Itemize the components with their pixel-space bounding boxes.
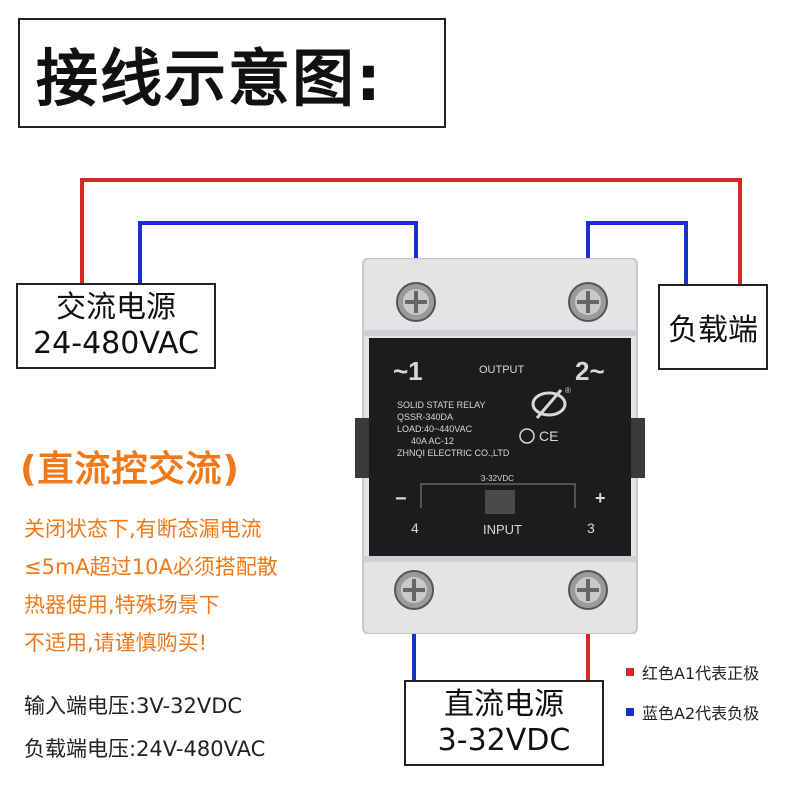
red-square-icon <box>626 668 634 676</box>
dc-power-voltage: 3-32VDC <box>437 723 571 758</box>
output-label: OUTPUT <box>479 364 525 376</box>
terminal-2-label: 2~ <box>575 356 605 386</box>
dc-power-label: 直流电源 <box>444 687 564 722</box>
screw-terminal-2 <box>568 282 608 322</box>
registered-mark: ® <box>565 386 571 395</box>
ac-power-voltage: 24-480VAC <box>33 326 199 361</box>
screw-terminal-3 <box>568 570 608 610</box>
relay-model-text: QSSR-340DA <box>397 412 454 422</box>
warning-note: 关闭状态下,有断态漏电流 ≤5mA超过10A必须搭配散 热器使用,特殊场景下 不… <box>24 510 354 662</box>
legend-red-label: 红色A1代表正极 <box>642 664 760 683</box>
terminal-3-label: 3 <box>587 520 595 536</box>
blue-wire-terminal-1 <box>138 221 418 288</box>
note-line: 关闭状态下,有断态漏电流 <box>24 517 262 541</box>
input-bracket <box>420 483 576 508</box>
legend-blue: 蓝色A2代表负极 <box>626 700 759 724</box>
ac-power-box: 交流电源 24-480VAC <box>16 283 216 369</box>
brand-logo-icon <box>531 389 567 419</box>
ac-power-label: 交流电源 <box>56 290 176 325</box>
dc-power-box: 直流电源 3-32VDC <box>404 680 604 766</box>
plus-label: + <box>595 488 606 508</box>
relay-type-text: SOLID STATE RELAY <box>397 400 486 410</box>
load-label: 负载端 <box>668 313 758 348</box>
input-voltage-spec: 输入端电压:3V-32VDC <box>24 694 243 718</box>
solid-state-relay <box>355 258 645 634</box>
load-box: 负载端 <box>658 284 768 370</box>
legend-red: 红色A1代表正极 <box>626 660 759 684</box>
relay-labels: ~1 OUTPUT 2~ ® SOLID STATE RELAY QSSR-34… <box>355 258 645 634</box>
note-line: 不适用,请谨慎购买! <box>24 631 208 655</box>
blue-wire-terminal-2 <box>586 221 688 288</box>
legend-blue-label: 蓝色A2代表负极 <box>642 704 760 723</box>
input-indicator <box>485 490 515 514</box>
terminal-4-label: 4 <box>411 520 419 536</box>
relay-rating-text: 40A AC-12 <box>411 436 455 446</box>
note-line: ≤5mA超过10A必须搭配散 <box>24 555 278 579</box>
note-line: 热器使用,特殊场景下 <box>24 593 220 617</box>
input-label: INPUT <box>483 522 522 537</box>
subtitle: (直流控交流) <box>20 449 240 490</box>
input-voltage-text: 3-32VDC <box>481 474 514 483</box>
ccc-mark-icon <box>519 428 535 444</box>
ce-mark: CE <box>539 428 559 444</box>
load-voltage-spec: 负载端电压:24V-480VAC <box>24 737 266 761</box>
blue-square-icon <box>626 708 634 716</box>
minus-label: − <box>395 488 407 510</box>
relay-load-text: LOAD:40~440VAC <box>397 424 473 434</box>
relay-maker-text: ZHNQI ELECTRIC CO.,LTD <box>397 448 510 458</box>
terminal-1-label: ~1 <box>393 356 423 386</box>
page-title: 接线示意图: <box>36 42 383 115</box>
red-wire-top <box>80 178 742 284</box>
title-box: 接线示意图: <box>18 18 446 128</box>
screw-terminal-1 <box>396 282 436 322</box>
screw-terminal-4 <box>394 570 434 610</box>
